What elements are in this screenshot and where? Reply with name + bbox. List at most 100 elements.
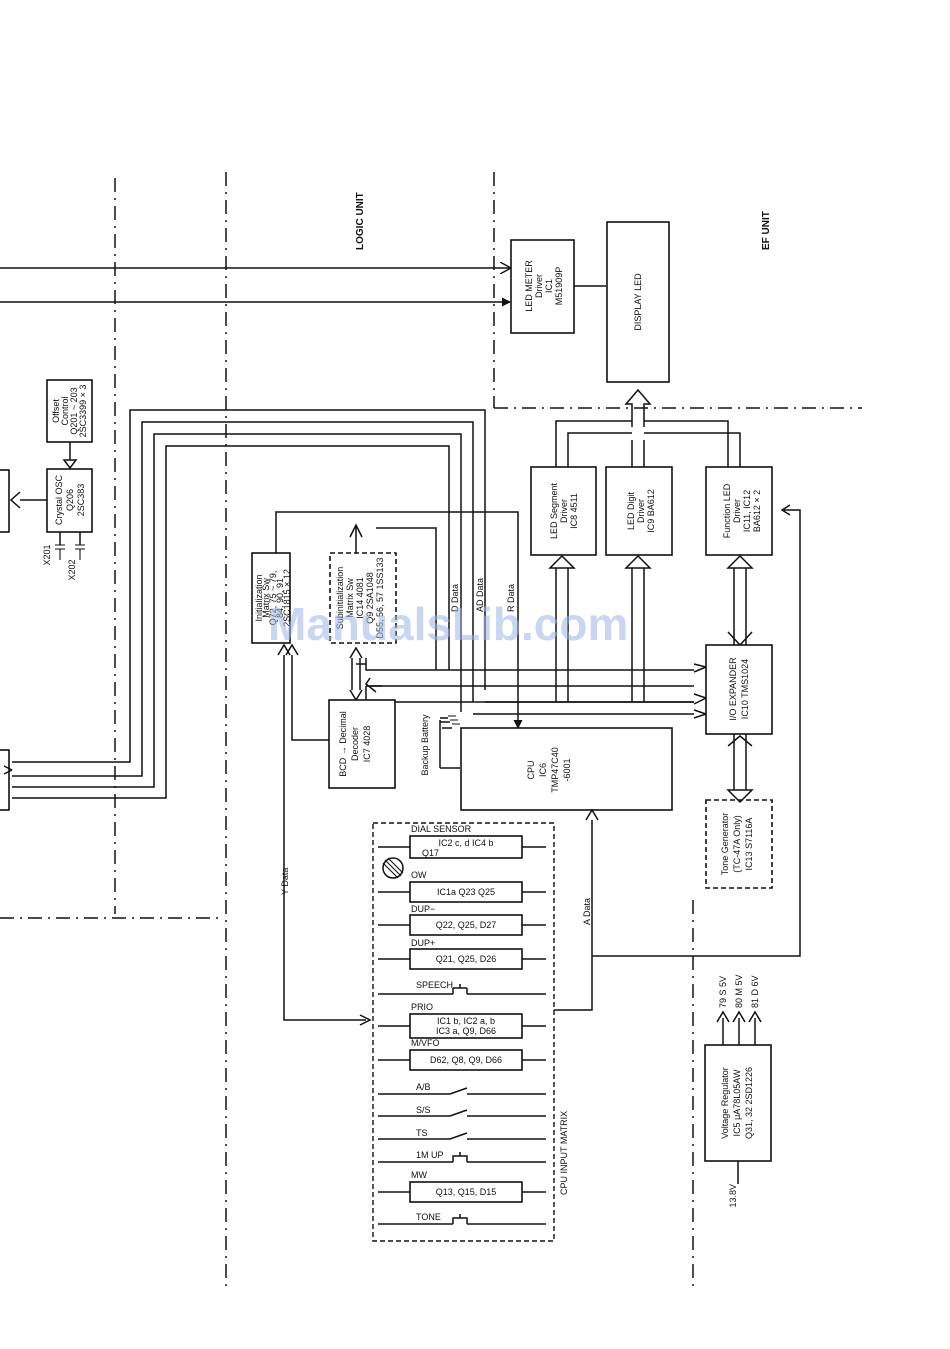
crystal-l3: 2SC383 <box>76 484 86 517</box>
matrix-row-tone: TONE <box>378 1212 546 1225</box>
dig-l2: Driver <box>636 499 646 523</box>
sub-l2: Matrix Sw <box>345 578 355 618</box>
init-matrix-block: Initialization Matrix Sw Q72, 75 ~ 79, 8… <box>251 552 292 644</box>
svg-text:S/S: S/S <box>416 1105 431 1115</box>
input-voltage-label: 13.8V <box>728 1184 738 1208</box>
init-l2: Matrix Sw <box>261 578 271 618</box>
led-digit-block: LED Digit Driver IC9 BA612 <box>605 466 673 556</box>
led-meter-l3: IC1 <box>544 279 554 293</box>
offset-l2: Control <box>60 396 70 425</box>
bcd-l3: IC7 4028 <box>362 726 372 763</box>
m5v-label: 80 M 5V <box>734 974 744 1008</box>
svg-text:Q13, Q15, D15: Q13, Q15, D15 <box>436 1187 497 1197</box>
vreg-l2: IC5 μA78L05AW <box>732 1069 742 1136</box>
svg-text:Q22, Q25, D27: Q22, Q25, D27 <box>436 920 497 930</box>
crystal-osc-block: Crystal OSC Q206 2SC383 <box>46 468 93 533</box>
init-l4: 84, 90, 91 <box>275 578 285 618</box>
r-data-label: R Data <box>506 584 516 612</box>
offset-l1: Offset <box>51 399 61 423</box>
bcd-l1: BCD → Decimal <box>338 711 348 777</box>
svg-text:IC1 b, IC2 a, b: IC1 b, IC2 a, b <box>437 1016 495 1026</box>
svg-text:Q21, Q25, D26: Q21, Q25, D26 <box>436 954 497 964</box>
sub-l4: Q9 2SA1048 <box>365 572 375 624</box>
matrix-row-speech: SPEECH <box>378 980 546 995</box>
vreg-l3: Q31, 32 2SD1226 <box>744 1067 754 1139</box>
svg-text:DUP+: DUP+ <box>411 938 435 948</box>
fn-l1: Function LED <box>722 483 732 538</box>
svg-text:M/VFO: M/VFO <box>411 1038 440 1048</box>
dig-l3: IC9 BA612 <box>646 489 656 533</box>
cpu-l1: CPU <box>526 760 536 779</box>
svg-text:MW: MW <box>411 1170 427 1180</box>
svg-text:Q17: Q17 <box>422 848 439 858</box>
matrix-row-dial: DIAL SENSOR IC2 c, d IC4 b Q17 <box>378 824 546 879</box>
d6v-label: 81 D 6V <box>750 975 760 1008</box>
cpu-l3: TMP47C40 <box>550 747 560 793</box>
bcd-l2: Decoder <box>350 727 360 761</box>
fn-l4: BA612 × 2 <box>752 490 762 532</box>
y-data-label: Y Data <box>280 868 290 895</box>
crystal-l2: Q206 <box>65 489 75 511</box>
crystal-l1: Crystal OSC <box>54 475 64 526</box>
s5v-label: 79 S 5V <box>718 976 728 1008</box>
tone-l2: (TC-47A Only) <box>732 815 742 873</box>
seg-l1: LED Segment <box>549 482 559 539</box>
matrix-row-1mup: 1M UP <box>378 1150 546 1163</box>
dig-l1: LED Digit <box>626 491 636 530</box>
a-data-label: A Data <box>582 898 592 925</box>
matrix-row-ab: A/B <box>378 1082 546 1095</box>
cpu-input-matrix-box <box>372 822 555 1242</box>
sub-l3: IC14 4081 <box>355 577 365 619</box>
init-l3: Q72, 75 ~ 79, <box>268 571 278 626</box>
x202-label: X202 <box>67 559 77 580</box>
io-expander-block: I/O EXPANDER IC10 TMS1024 <box>705 644 773 735</box>
fn-l2: Driver <box>732 499 742 523</box>
svg-text:DUP−: DUP− <box>411 904 435 914</box>
matrix-row-mw: MW Q13, Q15, D15 <box>378 1170 546 1203</box>
svg-text:A/B: A/B <box>416 1082 431 1092</box>
cpu-l4: -6001 <box>562 758 572 781</box>
display-led-label: DISPLAY LED <box>633 273 643 331</box>
tone-generator-block: Tone Generator (TC-47A Only) IC13 S7116A <box>705 799 773 889</box>
svg-text:IC3 a, Q9, D66: IC3 a, Q9, D66 <box>436 1026 496 1036</box>
led-meter-l4: M51909P <box>554 267 564 306</box>
cpu-input-matrix-label: CPU INPUT MATRIX <box>559 1111 569 1195</box>
cpu-block: CPU IC6 TMP47C40 -6001 <box>460 727 673 811</box>
x201-label: X201 <box>42 544 52 565</box>
tone-l1: Tone Generator <box>720 813 730 876</box>
svg-text:TS: TS <box>416 1128 428 1138</box>
offset-control-block: Offset Control Q201 ~ 203 2SC3399 × 3 <box>46 379 93 443</box>
matrix-row-ts: TS <box>378 1128 546 1140</box>
matrix-row-prio: PRIO IC1 b, IC2 a, b IC3 a, Q9, D66 <box>378 1002 546 1039</box>
tone-l3: IC13 S7116A <box>744 818 754 871</box>
offset-l4: 2SC3399 × 3 <box>78 385 88 438</box>
svg-text:IC1a Q23 Q25: IC1a Q23 Q25 <box>437 887 495 897</box>
svg-text:1M UP: 1M UP <box>416 1150 444 1160</box>
watermark: ManualsLib.com <box>268 598 628 650</box>
svg-text:PRIO: PRIO <box>411 1002 433 1012</box>
backup-battery-label: Backup Battery <box>420 714 430 776</box>
function-led-block: Function LED Driver IC11, IC12 BA612 × 2 <box>705 466 773 556</box>
svg-text:SPEECH: SPEECH <box>416 980 453 990</box>
io-l1: I/O EXPANDER <box>728 657 738 721</box>
matrix-row-mvfo: M/VFO D62, Q8, Q9, D66 <box>378 1038 546 1071</box>
svg-text:TONE: TONE <box>416 1212 441 1222</box>
led-meter-l1: LED METER <box>524 260 534 312</box>
subinit-matrix-block: Subinitialization Matrix Sw IC14 4081 Q9… <box>329 552 397 644</box>
led-meter-l2: Driver <box>534 274 544 298</box>
matrix-row-dupplus: DUP+ Q21, Q25, D26 <box>378 938 546 970</box>
init-l1: Initialization <box>254 574 264 621</box>
svg-text:DIAL SENSOR: DIAL SENSOR <box>411 824 472 834</box>
sub-l1: Subinitialization <box>335 567 345 630</box>
d-data-label: D Data <box>450 584 460 612</box>
matrix-row-ow: OW IC1a Q23 Q25 <box>378 870 546 903</box>
matrix-row-ss: S/S <box>378 1105 546 1117</box>
svg-text:D62, Q8, Q9, D66: D62, Q8, Q9, D66 <box>430 1055 502 1065</box>
svg-text:OW: OW <box>411 870 427 880</box>
init-l5: 2SC1815 × 12 <box>282 569 292 627</box>
led-meter-driver-block: LED METER Driver IC1 M51909P <box>510 239 575 334</box>
seg-l3: IC8 4511 <box>569 493 579 529</box>
bcd-decoder-block: BCD → Decimal Decoder IC7 4028 <box>328 699 396 789</box>
fn-l3: IC11, IC12 <box>742 490 752 532</box>
